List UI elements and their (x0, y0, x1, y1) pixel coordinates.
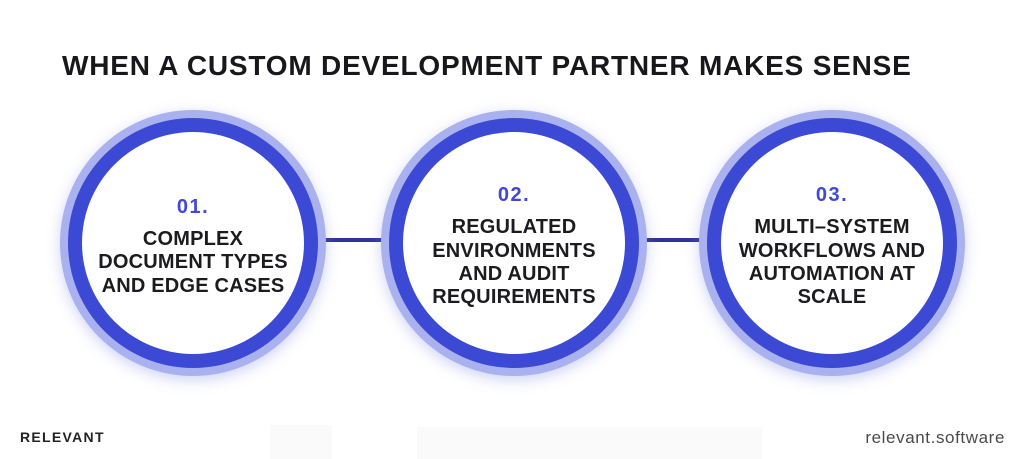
step-number: 01. (176, 195, 210, 218)
page-title: WHEN A CUSTOM DEVELOPMENT PARTNER MAKES … (62, 49, 912, 81)
step-label: MULTI–SYSTEM WORKFLOWS AND AUTOMATION AT… (738, 216, 926, 309)
step-number: 03. (815, 184, 849, 207)
step-circle-1-content: 01. COMPLEX DOCUMENT TYPES AND EDGE CASE… (82, 132, 304, 354)
step-circle-2-content: 02. REGULATED ENVIRONMENTS AND AUDIT REQ… (403, 132, 625, 354)
step-circle-3-content: 03. MULTI–SYSTEM WORKFLOWS AND AUTOMATIO… (721, 132, 943, 354)
brand-logo: RELEVANT (20, 429, 105, 445)
step-circle-1: 01. COMPLEX DOCUMENT TYPES AND EDGE CASE… (60, 110, 326, 376)
step-circle-3: 03. MULTI–SYSTEM WORKFLOWS AND AUTOMATIO… (699, 110, 965, 376)
connector-line-1 (318, 238, 390, 242)
website-text: relevant.software (865, 428, 1005, 447)
step-label: COMPLEX DOCUMENT TYPES AND EDGE CASES (98, 227, 288, 297)
connector-line-2 (636, 238, 708, 242)
watermark-block (417, 427, 762, 459)
step-circle-2: 02. REGULATED ENVIRONMENTS AND AUDIT REQ… (381, 110, 647, 376)
step-label: REGULATED ENVIRONMENTS AND AUDIT REQUIRE… (432, 216, 596, 309)
step-number: 02. (497, 184, 531, 207)
watermark-block (270, 425, 332, 459)
